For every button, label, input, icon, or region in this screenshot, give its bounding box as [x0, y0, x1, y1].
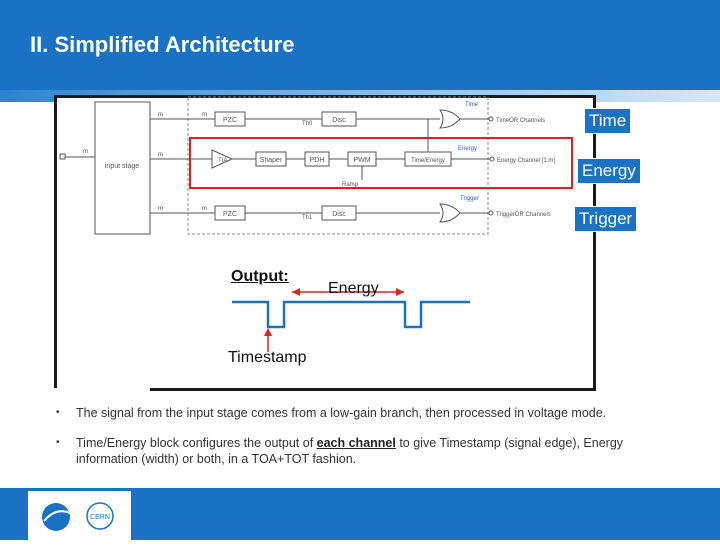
- energy-arrow-head-left: [292, 288, 300, 296]
- bullet-text-post: to give Timestamp (signal edge), Energy …: [76, 436, 624, 466]
- disc-block-bottom: [321, 205, 357, 221]
- or-gate-time: [439, 109, 461, 129]
- time-label-box: Time: [584, 108, 632, 134]
- disc-block-top: [321, 111, 357, 127]
- bullet-highlight: each channel: [316, 436, 396, 450]
- partner-logo-icon: [42, 503, 70, 531]
- energy-output-label: Energy Channel [1:m]: [497, 158, 555, 164]
- energy-out-node: [489, 156, 495, 162]
- time-energy-label: Time/Energy: [411, 158, 445, 164]
- tia-label: TIA: [218, 158, 227, 164]
- energy-width-label: Energy: [328, 280, 379, 297]
- timestamp-arrow-head: [264, 328, 272, 336]
- timestamp-label: Timestamp: [228, 349, 307, 366]
- disc-label-top: Disc: [332, 117, 346, 124]
- trigger-row-m2: m: [202, 206, 207, 212]
- cern-logo-text: CERN: [90, 514, 110, 521]
- ramp-label: Ramp: [342, 182, 359, 188]
- th1-label: Th1: [302, 215, 313, 221]
- pzc-block-top: [214, 111, 246, 127]
- bullet-list: The signal from the input stage comes fr…: [54, 405, 654, 481]
- trigger-row-m1: m: [158, 206, 163, 212]
- diagram-frame: [54, 95, 596, 391]
- pzc-block-bottom: [214, 205, 246, 221]
- channel-enclosure: [187, 96, 489, 235]
- slide-title: II. Simplified Architecture: [30, 32, 295, 57]
- bullet-item: The signal from the input stage comes fr…: [54, 405, 654, 421]
- energy-highlight: [189, 137, 573, 189]
- pwm-label: PWM: [353, 157, 370, 164]
- input-stage-label: input stage: [105, 163, 139, 170]
- pzc-label-bottom: PZC: [223, 211, 237, 218]
- pdh-label: PDH: [310, 157, 325, 164]
- trigger-out-node: [488, 210, 494, 216]
- input-m-label: m: [83, 149, 88, 155]
- time-out-node: [488, 116, 494, 122]
- energy-arrow-head-right: [396, 288, 404, 296]
- trigger-label-box: Trigger: [574, 206, 638, 232]
- trigger-output-label: TriggerOR Channels: [496, 212, 551, 218]
- partner-logo-swoosh: [43, 510, 71, 522]
- output-waveform: [232, 300, 470, 329]
- frame-gap: [54, 388, 150, 392]
- cern-logo-icon: [86, 502, 114, 530]
- input-stage-block: [94, 101, 151, 235]
- tia-block: [211, 149, 234, 169]
- header-bar: [0, 0, 720, 90]
- trigger-tag: Trigger: [460, 196, 479, 202]
- energy-label-box: Energy: [577, 158, 641, 184]
- time-output-label: TimeOR Channels: [496, 118, 545, 124]
- bullet-text: The signal from the input stage comes fr…: [76, 406, 607, 420]
- energy-row-m1: m: [158, 152, 163, 158]
- energy-tag: Energy: [458, 146, 477, 152]
- shaper-label: Shaper: [260, 157, 283, 164]
- input-terminal: [59, 153, 66, 160]
- pzc-label-top: PZC: [223, 117, 237, 124]
- architecture-diagram: m input stage m m PZC Disc Th0 Time Time…: [59, 96, 573, 352]
- th0-label: Th0: [302, 121, 313, 127]
- footer-logos: CERN: [42, 502, 114, 531]
- bullet-text-pre: Time/Energy block configures the output …: [76, 436, 317, 450]
- time-row-m1: m: [158, 112, 163, 118]
- time-tag: Time: [465, 102, 479, 108]
- shaper-block: [255, 151, 287, 167]
- bullet-item: Time/Energy block configures the output …: [54, 435, 654, 467]
- or-gate-trigger: [439, 203, 461, 223]
- logo-area: CERN: [28, 491, 131, 540]
- disc-label-bottom: Disc: [332, 211, 346, 218]
- time-row-m2: m: [202, 112, 207, 118]
- pdh-block: [304, 151, 330, 167]
- output-label: Output:: [231, 268, 289, 285]
